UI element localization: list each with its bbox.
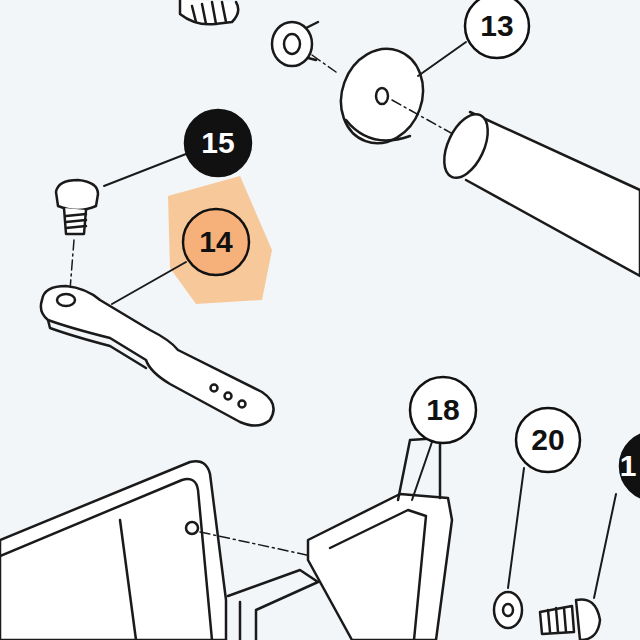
lever	[41, 286, 274, 426]
highlight-patch	[168, 176, 272, 304]
callout-ring	[183, 209, 249, 275]
callout-circle: 15	[183, 108, 253, 178]
callout-ring	[410, 377, 476, 443]
tube	[435, 108, 640, 276]
screw	[56, 180, 98, 234]
leader-lines	[104, 42, 616, 598]
callout-circle: 1	[618, 430, 640, 502]
callout-number: 13	[480, 11, 513, 41]
callout-number: 15	[201, 128, 234, 158]
axis-line	[70, 240, 74, 290]
callout-number: 14	[199, 227, 232, 257]
callout-number: 20	[531, 425, 564, 455]
axis-line	[392, 100, 460, 138]
callout-ring	[620, 432, 640, 500]
bracket	[228, 438, 452, 640]
callout-circle: 14	[181, 207, 251, 277]
lock-washer	[272, 22, 318, 66]
callout-circle: 20	[514, 406, 582, 474]
callout-ring	[516, 408, 580, 472]
washer-screw	[494, 592, 600, 640]
callout-ring	[465, 0, 529, 58]
plate	[0, 461, 226, 640]
callout-number: 18	[426, 395, 459, 425]
spring-part	[180, 0, 238, 24]
washer	[328, 37, 436, 155]
axis-line	[312, 55, 336, 72]
callout-circle: 18	[408, 375, 478, 445]
callout-ring	[185, 110, 251, 176]
callout-circle: 13	[463, 0, 531, 60]
callout-number: 1	[620, 451, 637, 481]
